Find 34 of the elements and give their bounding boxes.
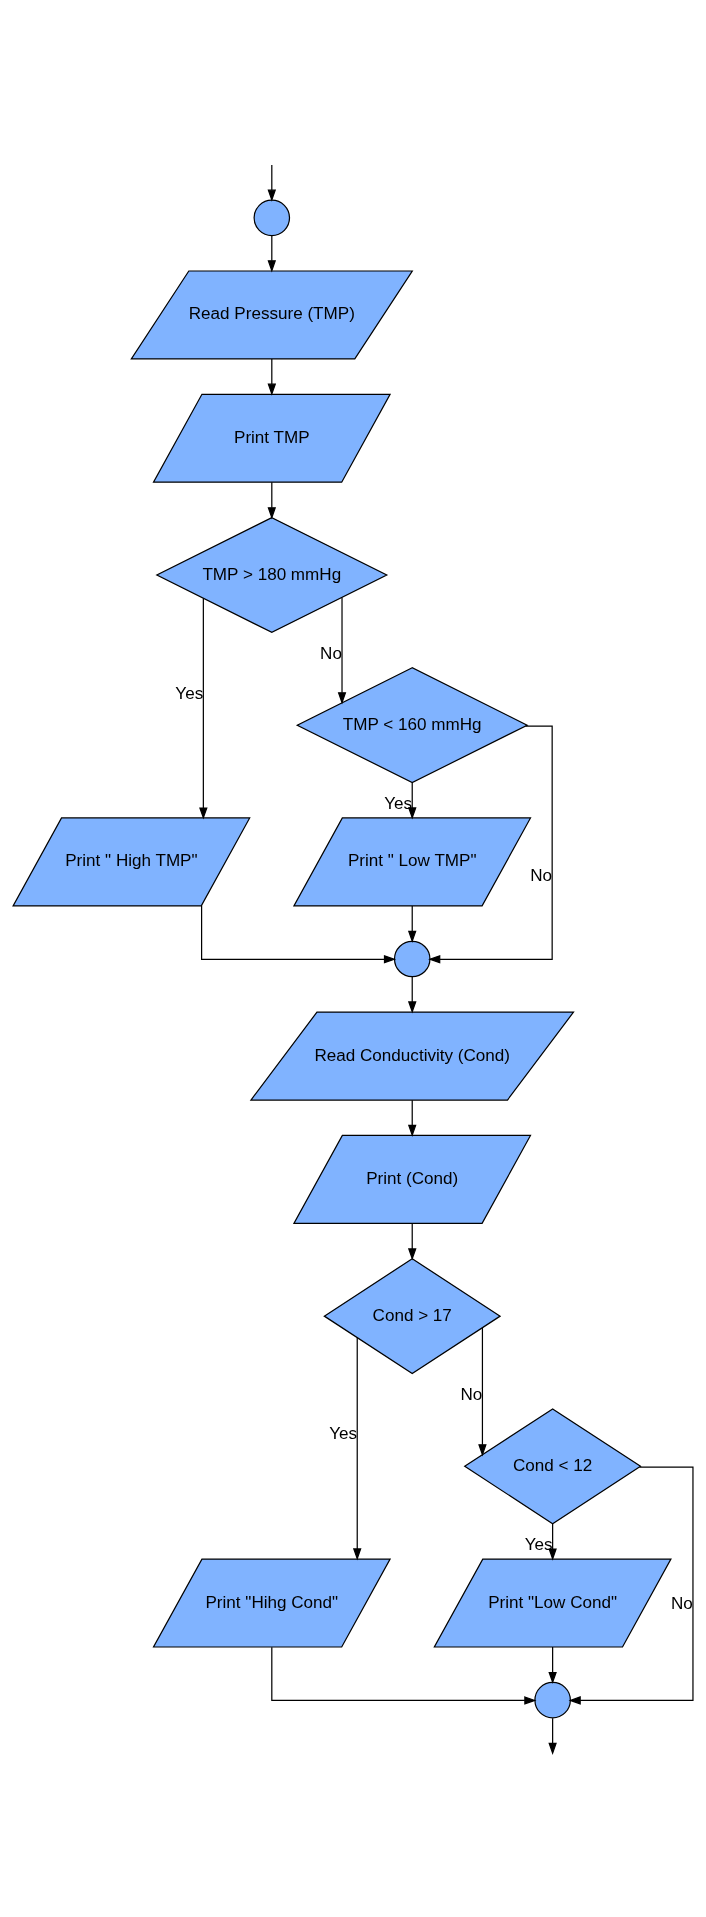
edge-label: No [530, 865, 553, 885]
edge-label: Yes [384, 793, 413, 813]
arrow [352, 1336, 362, 1560]
arrow [267, 163, 277, 202]
node-circle [253, 199, 291, 236]
arrow [267, 234, 277, 272]
arrow [201, 904, 397, 964]
edge-label: Yes [329, 1423, 358, 1443]
edge-label: Yes [175, 683, 204, 703]
arrow [407, 975, 417, 1014]
arrow [407, 904, 417, 943]
arrow [271, 1646, 537, 1705]
arrow [407, 1222, 417, 1261]
arrow [478, 1326, 487, 1456]
node-diamond: TMP < 160 mmHg [295, 666, 529, 783]
arrow [568, 1466, 694, 1705]
node-circle [393, 940, 431, 977]
node-circle [534, 1681, 571, 1718]
arrow [407, 1099, 417, 1137]
arrow [548, 1717, 557, 1755]
edge-label: No [671, 1593, 693, 1613]
arrow [428, 724, 553, 964]
node-diamond: TMP > 180 mmHg [155, 516, 389, 633]
arrow [199, 597, 208, 820]
edge-label: Yes [524, 1534, 553, 1554]
arrow [337, 596, 347, 704]
edge-label: No [460, 1384, 483, 1404]
node-diamond: Cond < 12 [463, 1407, 642, 1524]
arrow [548, 1522, 557, 1561]
node-diamond: Cond > 17 [323, 1257, 502, 1374]
arrow [267, 358, 277, 396]
arrow [548, 1645, 557, 1684]
arrow [407, 781, 417, 820]
arrow [267, 481, 277, 519]
